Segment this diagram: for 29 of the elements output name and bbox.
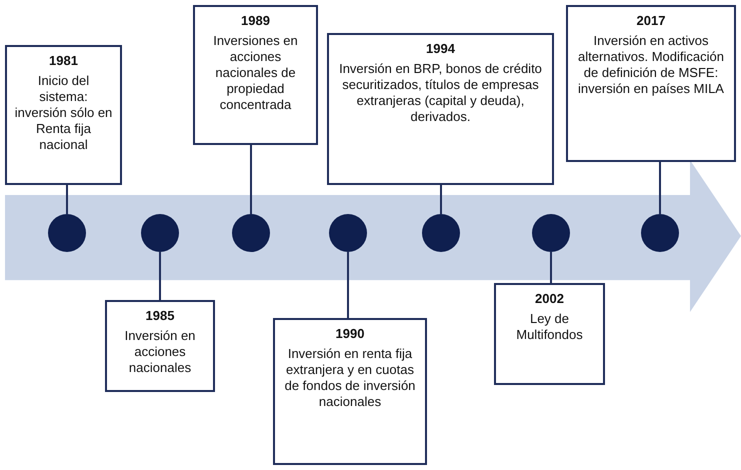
connector-line (659, 162, 661, 214)
year-label: 1985 (146, 308, 174, 324)
event-box (105, 300, 215, 392)
year-label: 2002 (535, 291, 564, 307)
event-box (273, 318, 427, 465)
event-description: Inversión en acciones nacionales (124, 328, 196, 376)
event-box (193, 5, 318, 145)
connector-line (440, 185, 442, 214)
event-box (327, 33, 554, 185)
connector-line (66, 185, 68, 214)
event-box (566, 5, 736, 162)
event-description: Inicio del sistema: inversión sólo en Renta fija nacional (14, 73, 114, 153)
event-box (494, 283, 605, 385)
connector-line (347, 252, 349, 318)
connector-line (550, 252, 552, 283)
event-description: Inversiones en acciones nacionales de propiedad concentrada (212, 33, 299, 113)
year-label: 1989 (241, 13, 270, 29)
year-label: 1994 (426, 41, 455, 57)
year-label: 1981 (49, 53, 78, 69)
connector-line (250, 145, 252, 214)
event-box (5, 45, 122, 185)
connector-line (159, 252, 161, 300)
event-description: Inversión en renta fija extranjera y en cuotas de fondos de inversión nacionales (284, 346, 416, 410)
event-description: Ley de Multifondos (515, 311, 584, 343)
year-label: 2017 (636, 13, 666, 29)
timeline-arrow (5, 160, 741, 312)
event-description: Inversión en BRP, bonos de crédito securitizados, títulos de empresas extranjeras (capital y deuda), derivados. (338, 61, 543, 125)
event-description: Inversión en activos alternativos. Modificación de definición de MSFE: inversión en países MILA (577, 33, 725, 97)
year-label: 1990 (336, 326, 364, 342)
